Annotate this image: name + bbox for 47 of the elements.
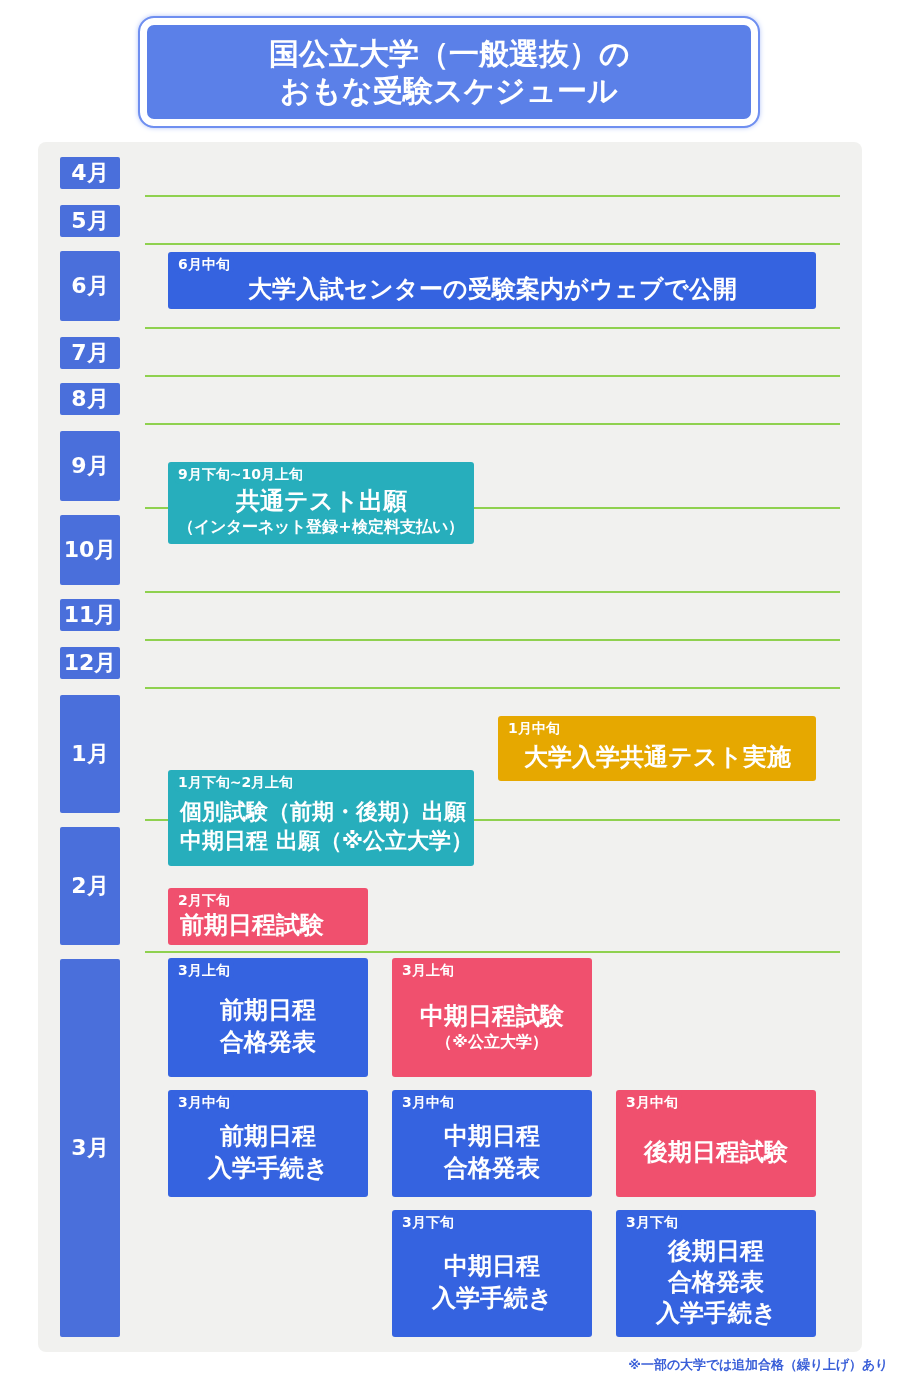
event-box [168,770,474,866]
event-box [392,958,592,1077]
event-text: 大学入学共通テスト実施 [523,741,791,773]
title-text: 国公立大学（一般選抜）のおもな受験スケジュール [267,34,631,110]
event-text: 後期日程試験 [644,1136,788,1168]
month-label: 12月 [60,647,120,679]
event-text: 大学入試センターの受験案内がウェブで公開 [247,273,737,305]
event-text: 個別試験（前期・後期）出願 [180,798,466,827]
event-text: 中期日程 [444,1121,540,1153]
month-label: 7月 [60,337,120,369]
month-label: 11月 [60,599,120,631]
month-label: 4月 [60,157,120,189]
event-box [168,1090,368,1197]
event-box [498,716,816,781]
month-label: 5月 [60,205,120,237]
event-text: 後期日程 [668,1235,764,1267]
event-text: 合格発表 [444,1152,540,1184]
event-box [168,252,816,309]
note-text: （インターネット登録+検定料支払い） [178,517,464,538]
month-label: 3月 [60,959,120,1337]
event-text: 共通テスト出願 [235,486,407,517]
footnote: ※一部の大学では追加合格（繰り上げ）あり [628,1356,888,1374]
event-text: 合格発表 [220,1026,316,1058]
month-label: 1月 [60,695,120,813]
event-box [168,958,368,1077]
month-label: 10月 [60,515,120,585]
event-text: 中期日程 [444,1251,540,1283]
event-box [168,462,474,544]
event-box [168,888,368,945]
event-text: 入学手続き [655,1298,777,1330]
event-text: 中期日程 出願（※公立大学） [180,827,474,855]
event-text: 合格発表 [668,1266,764,1298]
event-box [392,1090,592,1197]
event-text: 入学手続き [431,1282,553,1314]
event-box [616,1090,816,1197]
event-box [392,1210,592,1337]
event-text: 前期日程 [220,995,316,1027]
event-text: 入学手続き [207,1152,329,1184]
event-box [616,1210,816,1337]
month-label: 6月 [60,251,120,321]
event-text: 中期日程試験 [420,1000,564,1032]
note-text: （※公立大学） [436,1031,548,1053]
event-text: 前期日程 [220,1121,316,1153]
event-text: 前期日程試験 [180,909,324,941]
month-label: 2月 [60,827,120,945]
month-label: 9月 [60,431,120,501]
month-label: 8月 [60,383,120,415]
